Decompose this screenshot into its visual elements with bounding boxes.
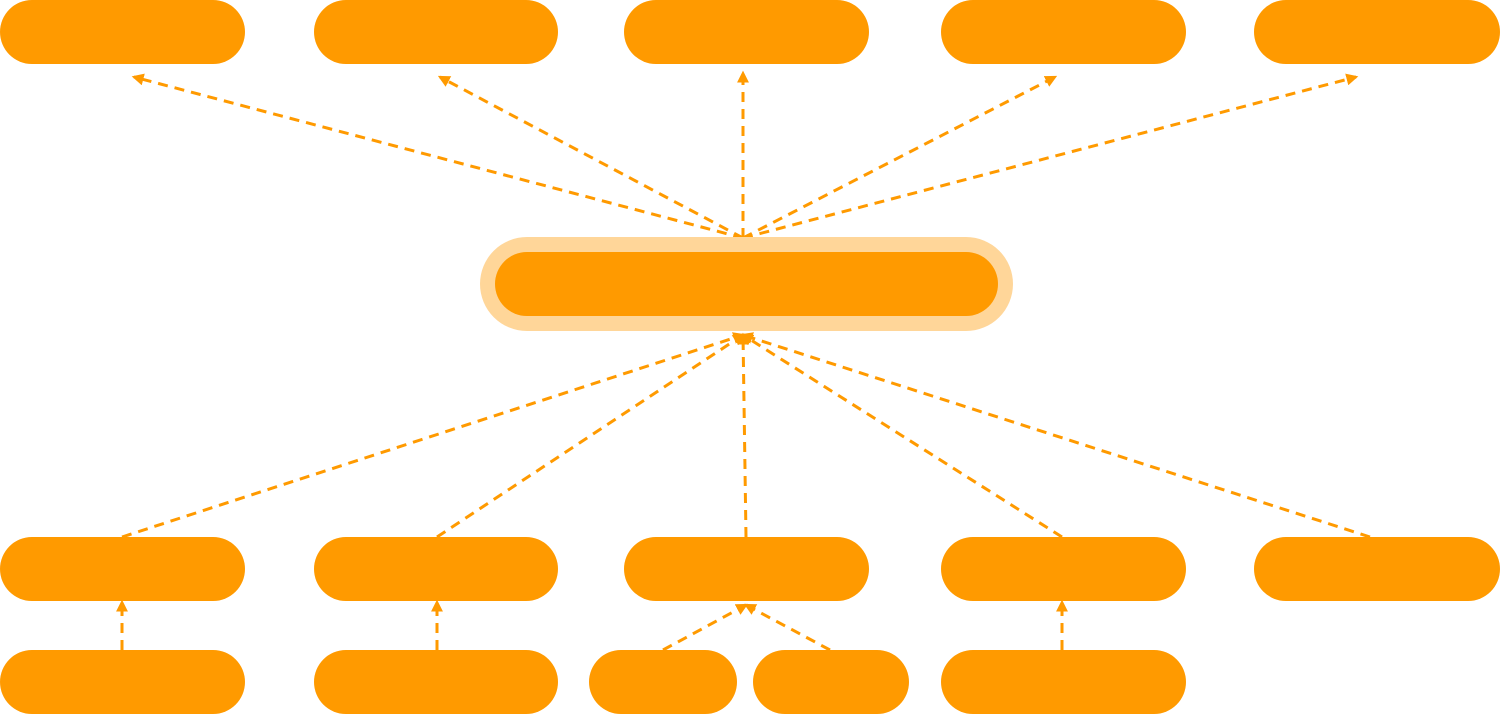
node-center bbox=[480, 237, 1013, 331]
node-pill-bot-1 bbox=[0, 650, 245, 714]
edge-mid-4-to-center bbox=[740, 333, 1063, 539]
node-top-5 bbox=[1254, 0, 1500, 64]
node-pill-top-3 bbox=[624, 0, 869, 64]
edge-mid-2-to-center bbox=[436, 333, 746, 539]
edge-mid-3-to-center bbox=[737, 332, 750, 538]
node-pill-top-1 bbox=[0, 0, 245, 64]
edge-center-to-top-5 bbox=[742, 73, 1359, 240]
node-pill-bot-4 bbox=[941, 650, 1186, 714]
node-mid-3 bbox=[624, 537, 869, 601]
edge-mid-5-to-center bbox=[740, 332, 1371, 539]
node-bot-2 bbox=[314, 650, 558, 714]
node-pill-top-4 bbox=[941, 0, 1186, 64]
node-top-2 bbox=[314, 0, 558, 64]
node-mid-2 bbox=[314, 537, 558, 601]
node-mid-1 bbox=[0, 537, 245, 601]
edge-center-to-top-4 bbox=[742, 75, 1058, 240]
node-pill-center bbox=[495, 252, 998, 316]
node-mid-5 bbox=[1254, 537, 1500, 601]
edge-bot-3a-to-mid-3 bbox=[662, 603, 749, 652]
node-pill-bot-2 bbox=[314, 650, 558, 714]
node-pill-mid-2 bbox=[314, 537, 558, 601]
node-top-3 bbox=[624, 0, 869, 64]
edge-center-to-top-2 bbox=[437, 75, 744, 240]
node-bot-1 bbox=[0, 650, 245, 714]
edge-center-to-top-1 bbox=[131, 73, 744, 240]
edges-layer bbox=[116, 70, 1371, 652]
node-bot-3b bbox=[753, 650, 909, 714]
edge-mid-1-to-center bbox=[121, 332, 746, 539]
node-bot-3a bbox=[589, 650, 737, 714]
node-pill-top-5 bbox=[1254, 0, 1500, 64]
node-pill-bot-3b bbox=[753, 650, 909, 714]
node-mid-4 bbox=[941, 537, 1186, 601]
node-pill-bot-3a bbox=[589, 650, 737, 714]
node-pill-mid-4 bbox=[941, 537, 1186, 601]
node-pill-mid-3 bbox=[624, 537, 869, 601]
node-pill-mid-1 bbox=[0, 537, 245, 601]
node-bot-4 bbox=[941, 650, 1186, 714]
node-top-1 bbox=[0, 0, 245, 64]
node-pill-mid-5 bbox=[1254, 537, 1500, 601]
node-top-4 bbox=[941, 0, 1186, 64]
node-pill-top-2 bbox=[314, 0, 558, 64]
edge-bot-3b-to-mid-3 bbox=[743, 603, 831, 652]
